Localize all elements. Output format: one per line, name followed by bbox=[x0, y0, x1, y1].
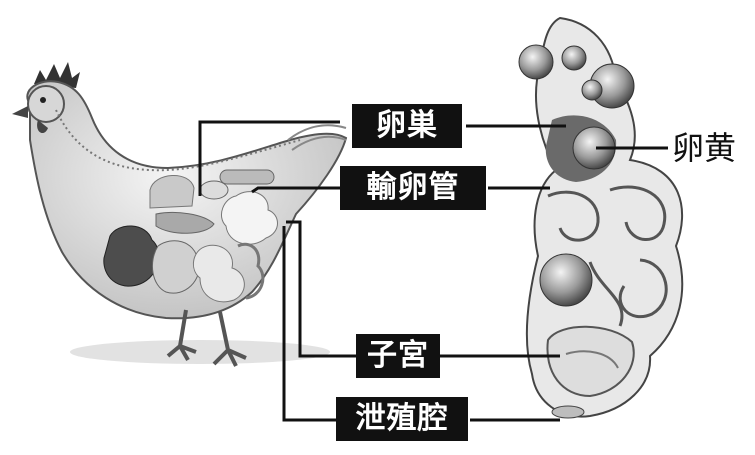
leader-lines bbox=[198, 120, 668, 422]
reproductive-tract-illustration bbox=[518, 16, 684, 419]
label-ovary: 卵巣 bbox=[352, 104, 462, 148]
hen-illustration bbox=[12, 62, 348, 367]
label-uterus: 子宮 bbox=[356, 334, 440, 378]
label-oviduct: 輸卵管 bbox=[340, 166, 486, 210]
label-yolk: 卵黄 bbox=[672, 129, 737, 167]
label-cloaca: 泄殖腔 bbox=[336, 397, 468, 441]
